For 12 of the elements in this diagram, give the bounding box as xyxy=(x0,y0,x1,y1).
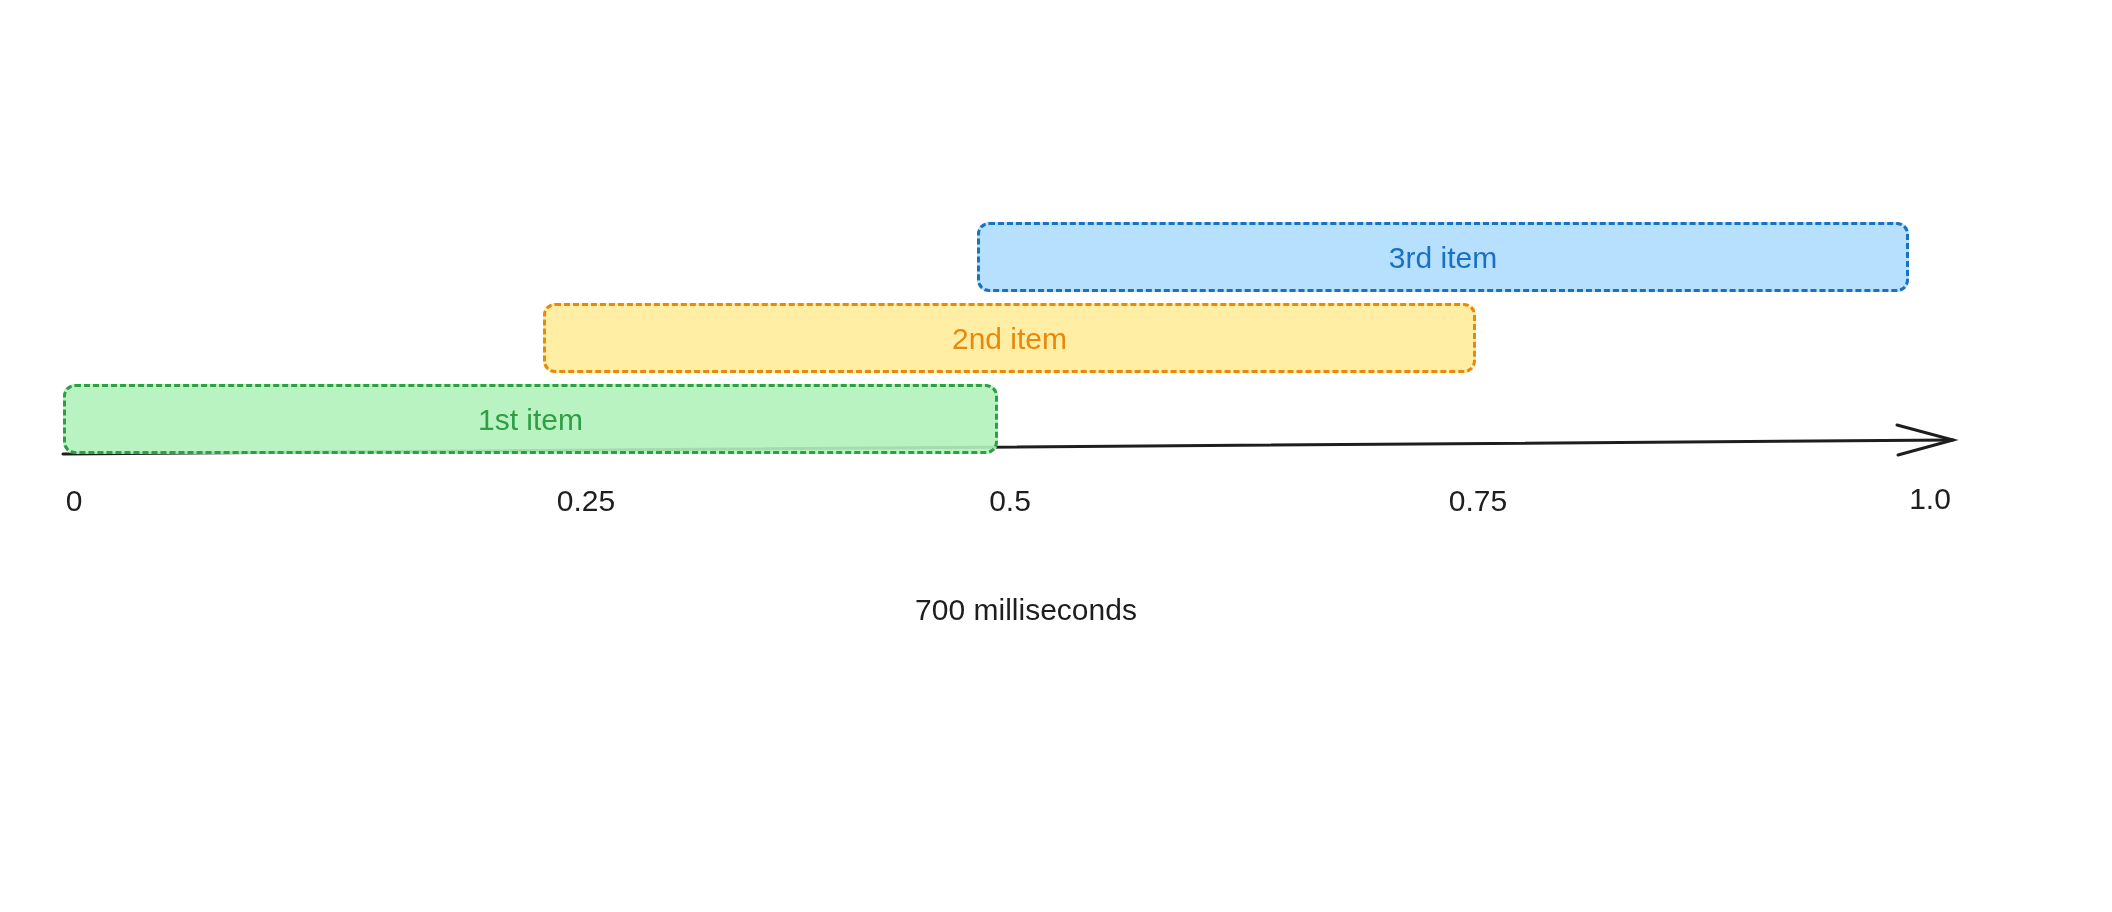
timeline-bar xyxy=(543,303,1476,373)
tick-label: 0.5 xyxy=(989,482,1031,519)
timeline-bar xyxy=(63,384,998,454)
timeline-bar xyxy=(977,222,1909,292)
tick-label: 0.75 xyxy=(1448,482,1508,519)
axis-caption: 700 milliseconds xyxy=(915,591,1137,628)
tick-label: 1.0 xyxy=(1909,480,1951,517)
tick-label: 0 xyxy=(65,482,83,519)
bar-label: 1st item xyxy=(478,401,583,438)
bar-label: 3rd item xyxy=(1388,239,1498,276)
tick-label: 0.25 xyxy=(556,482,616,519)
bar-label: 2nd item xyxy=(951,320,1068,357)
